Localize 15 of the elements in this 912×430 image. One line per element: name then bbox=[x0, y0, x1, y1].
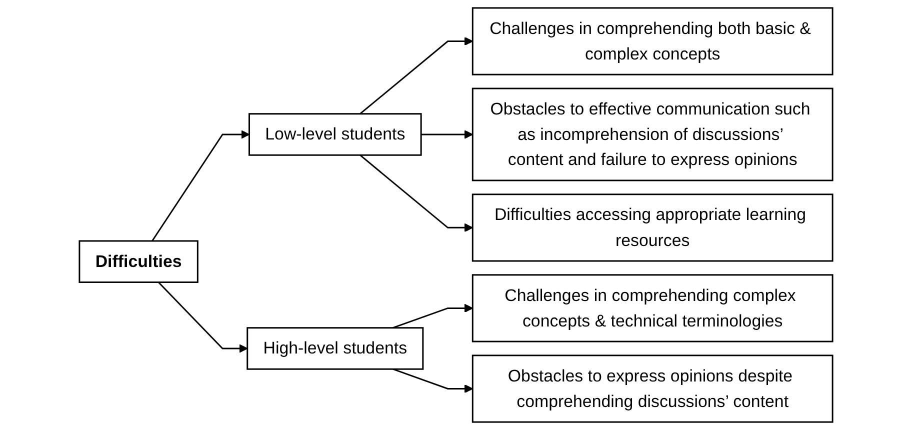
arrow bbox=[360, 36, 474, 114]
node-box: Challenges in comprehending both basic & complex concepts bbox=[472, 7, 834, 76]
arrow bbox=[392, 368, 474, 394]
node-box: Challenges in comprehending complex concepts & technical terminologies bbox=[472, 274, 834, 342]
arrow bbox=[392, 304, 474, 329]
node-box: Difficulties accessing appropriate learning resources bbox=[472, 194, 834, 262]
node-box: Low-level students bbox=[248, 113, 422, 156]
arrow bbox=[158, 282, 248, 353]
arrow bbox=[152, 130, 250, 242]
arrow bbox=[421, 130, 474, 139]
node-box: Difficulties bbox=[78, 240, 198, 283]
node-box: High-level students bbox=[246, 327, 424, 370]
node-box: Obstacles to effective communication such as incomprehension of discussions’ content and failure to express opinions bbox=[472, 88, 834, 182]
arrow bbox=[360, 154, 474, 232]
node-box: Obstacles to express opinions despite comprehending discussions’ content bbox=[472, 354, 834, 423]
